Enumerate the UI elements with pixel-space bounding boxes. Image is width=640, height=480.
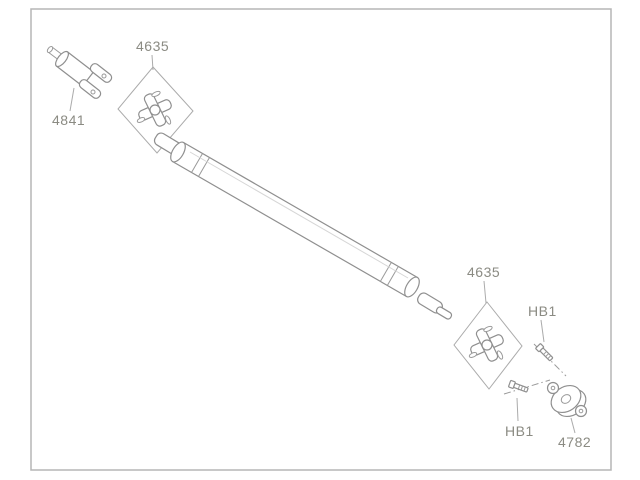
rear-ujoint-box	[453, 301, 523, 390]
bolt-lower-centerline	[503, 379, 551, 395]
leader-front-ujoint	[151, 54, 154, 71]
label-rear-ujoint: 4635	[467, 264, 500, 280]
leader-slip-yoke	[69, 87, 75, 112]
front-ujoint-kit	[117, 66, 194, 154]
label-flange: 4782	[558, 434, 591, 450]
label-slip-yoke: 4841	[52, 112, 85, 128]
leader-flange	[570, 417, 576, 434]
bolt-upper-drawing	[534, 342, 555, 363]
driveshaft-tube-drawing	[153, 132, 453, 320]
rear-ujoint-cross	[467, 324, 506, 364]
bolt-lower-drawing	[507, 379, 530, 394]
diagram-border	[30, 8, 612, 471]
leader-bolt-lower	[516, 397, 519, 422]
leader-bolt-upper	[540, 319, 545, 343]
flange-yoke-drawing	[546, 381, 588, 418]
front-ujoint-box	[117, 66, 194, 154]
label-bolt-upper: HB1	[528, 303, 557, 319]
label-front-ujoint: 4635	[136, 38, 169, 54]
label-bolt-lower: HB1	[505, 423, 534, 439]
leader-rear-ujoint	[483, 280, 487, 304]
rear-ujoint-kit	[453, 301, 523, 390]
slip-yoke-drawing	[46, 45, 113, 99]
front-ujoint-cross	[135, 89, 174, 129]
